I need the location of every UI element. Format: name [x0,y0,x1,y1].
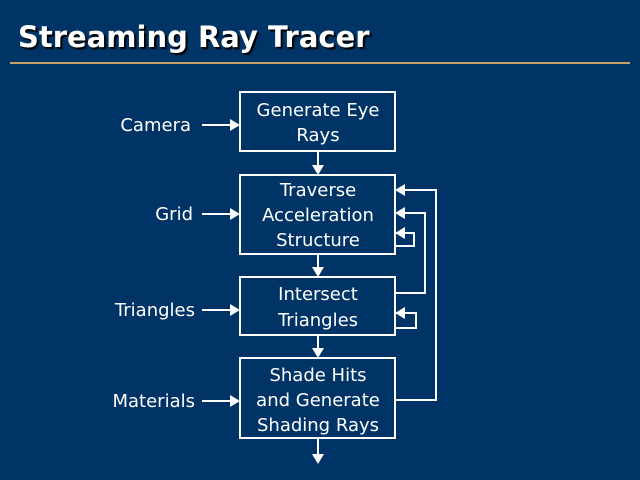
feedback-arrows [395,184,437,401]
stage-text: Generate Eye [257,100,380,121]
stage-text: Traverse [279,180,356,201]
stage-intersect-triangles [239,276,396,336]
stage-text: Rays [296,125,339,146]
input-grid: Grid [155,204,193,225]
input-arrows [202,119,240,407]
stage-text: Shade Hits [269,365,366,386]
stage-generate-eye-rays [239,91,396,152]
stage-text: and Generate [256,390,380,411]
stage-text: Triangles [277,310,358,331]
stage-shade-hits [239,357,396,439]
stage-text: Intersect [278,284,358,305]
stage-text: Shading Rays [257,415,379,436]
stage-text: Structure [276,230,360,251]
slide-title: Streaming Ray Tracer [18,20,370,54]
stage-traverse-acceleration-structure [239,174,396,255]
title-divider [10,62,630,64]
input-camera: Camera [120,115,191,136]
stage-text: Acceleration [262,205,374,226]
input-triangles: Triangles [114,300,195,321]
input-materials: Materials [112,391,195,412]
flow-arrows [312,152,324,464]
